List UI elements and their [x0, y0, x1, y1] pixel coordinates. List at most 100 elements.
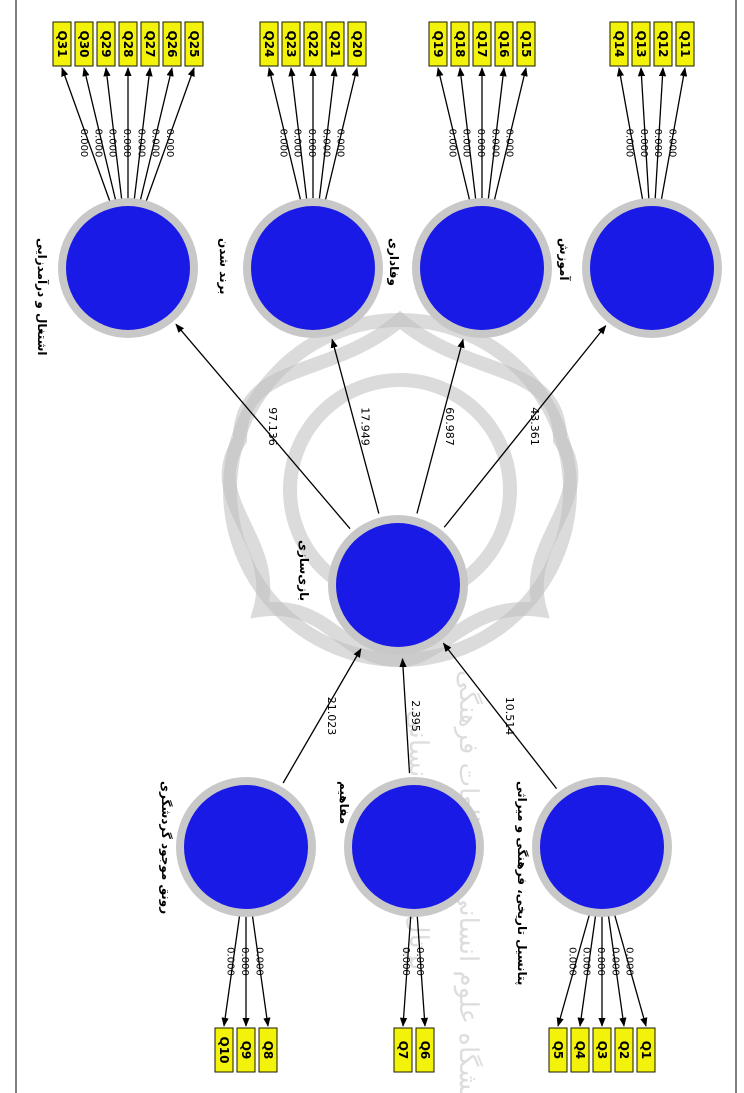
- driver-3-loading-value: 0.000: [225, 947, 236, 976]
- construct-driver-3[interactable]: [184, 785, 308, 909]
- driver-3-loading-value: 0.000: [253, 947, 264, 976]
- indicator-box[interactable]: [570, 1027, 590, 1073]
- construct-driver-2[interactable]: [352, 785, 476, 909]
- indicator-label: Q15: [519, 31, 533, 58]
- path-coefficient: 2.395: [409, 700, 422, 732]
- indicator-box[interactable]: [96, 21, 116, 67]
- outcome-1-loading-value: 0.000: [638, 129, 649, 158]
- path-coefficient: 10.514: [503, 697, 516, 736]
- indicator-box[interactable]: [259, 21, 279, 67]
- indicator-box[interactable]: [653, 21, 673, 67]
- indicator-box[interactable]: [516, 21, 536, 67]
- indicator-label: Q2: [617, 1041, 631, 1060]
- driver-1-loading-value: 0.000: [581, 947, 592, 976]
- indicator-label: Q5: [551, 1041, 565, 1060]
- outcome-4-loading-value: 0.000: [107, 129, 118, 158]
- indicator-box[interactable]: [214, 1027, 234, 1073]
- indicator-label: Q31: [55, 31, 69, 58]
- indicator-box[interactable]: [258, 1027, 278, 1073]
- indicator-label: Q7: [396, 1041, 410, 1060]
- driver-1-loading-value: 0.000: [566, 947, 577, 976]
- indicator-label: Q9: [239, 1041, 253, 1060]
- driver-3-loading-value: 0.000: [239, 947, 250, 976]
- indicator-box[interactable]: [303, 21, 323, 67]
- driver-1-loading-value: 0.000: [609, 947, 620, 976]
- outcome-1-loading-value: 0.000: [666, 129, 677, 158]
- outcome-4-loading-edge: [138, 67, 174, 207]
- indicator-box[interactable]: [592, 1027, 612, 1073]
- driver-3-loading-edge: [221, 908, 242, 1027]
- indicator-box[interactable]: [236, 1027, 256, 1073]
- driver-3-loading-edge: [250, 908, 271, 1027]
- indicator-box[interactable]: [675, 21, 695, 67]
- driver-2-loading-value: 0.000: [400, 947, 411, 976]
- indicator-box[interactable]: [548, 1027, 568, 1073]
- path-edge-outcome-2: [416, 338, 465, 514]
- path-coefficient: 43.361: [528, 407, 541, 446]
- indicator-box[interactable]: [415, 1027, 435, 1073]
- outcome-4-loading-value: 0.000: [92, 129, 103, 158]
- indicator-box[interactable]: [428, 21, 448, 67]
- outcome-3-loading-value: 0.000: [277, 129, 288, 158]
- indicator-box[interactable]: [636, 1027, 656, 1073]
- construct-outcome-3[interactable]: [251, 206, 375, 330]
- outcome-2-loading-value: 0.000: [446, 129, 457, 158]
- outcome-2-loading-value: 0.000: [504, 129, 515, 158]
- indicator-box[interactable]: [184, 21, 204, 67]
- indicator-label: Q3: [595, 1041, 609, 1060]
- outcome-2-loading-edge: [436, 67, 472, 207]
- path-coefficient: 60.987: [443, 407, 456, 446]
- path-edge-outcome-3: [330, 338, 380, 514]
- path-edge-outcome-4: [175, 323, 351, 530]
- outcome-3-loading-value: 0.000: [335, 129, 346, 158]
- indicator-box[interactable]: [52, 21, 72, 67]
- indicator-box[interactable]: [140, 21, 160, 67]
- indicator-box[interactable]: [347, 21, 367, 67]
- indicator-label: Q1: [639, 1041, 653, 1060]
- indicator-box[interactable]: [450, 21, 470, 67]
- path-coefficient: 21.023: [325, 697, 338, 736]
- driver-2-loading-edge: [416, 908, 429, 1027]
- indicator-label: Q8: [261, 1041, 275, 1060]
- outcome-2-loading-edge: [457, 67, 478, 207]
- indicator-label: Q17: [475, 31, 489, 58]
- indicator-box[interactable]: [614, 1027, 634, 1073]
- outcome-2-loading-edge: [486, 67, 507, 207]
- indicator-label: Q29: [99, 31, 113, 58]
- indicator-box[interactable]: [74, 21, 94, 67]
- indicator-box[interactable]: [494, 21, 514, 67]
- construct-label-gamification: بازی‌سازی: [297, 540, 311, 601]
- indicator-box[interactable]: [118, 21, 138, 67]
- indicator-box[interactable]: [472, 21, 492, 67]
- indicator-box[interactable]: [393, 1027, 413, 1073]
- indicator-box[interactable]: [609, 21, 629, 67]
- indicator-box[interactable]: [281, 21, 301, 67]
- indicator-box[interactable]: [162, 21, 182, 67]
- path-coefficient: 97.136: [266, 407, 279, 446]
- indicator-label: Q21: [328, 31, 342, 58]
- outcome-1-loading-edge: [654, 67, 667, 207]
- path-edge-driver-2: [399, 657, 411, 774]
- construct-driver-1[interactable]: [540, 785, 664, 909]
- construct-gamification[interactable]: [336, 523, 460, 647]
- outcome-4-loading-value: 0.000: [135, 129, 146, 158]
- outcome-3-loading-edge: [267, 67, 303, 207]
- construct-label-outcome-1: آموزش: [556, 238, 572, 281]
- indicator-box[interactable]: [631, 21, 651, 67]
- indicator-label: Q16: [497, 31, 511, 58]
- outcome-4-loading-value: 0.000: [150, 129, 161, 158]
- construct-outcome-1[interactable]: [590, 206, 714, 330]
- indicator-box[interactable]: [325, 21, 345, 67]
- indicator-label: Q6: [418, 1041, 432, 1060]
- outcome-2-loading-edge: [492, 67, 528, 207]
- construct-outcome-4[interactable]: [66, 206, 190, 330]
- indicator-label: Q4: [573, 1041, 587, 1060]
- indicator-label: Q18: [453, 31, 467, 58]
- outcome-2-loading-value: 0.000: [461, 129, 472, 158]
- driver-1-loading-edge: [556, 908, 592, 1027]
- indicator-label: Q22: [306, 31, 320, 58]
- outcome-4-loading-edge: [143, 67, 195, 207]
- driver-2-loading-value: 0.000: [414, 947, 425, 976]
- driver-1-loading-edge: [612, 908, 648, 1027]
- construct-outcome-2[interactable]: [420, 206, 544, 330]
